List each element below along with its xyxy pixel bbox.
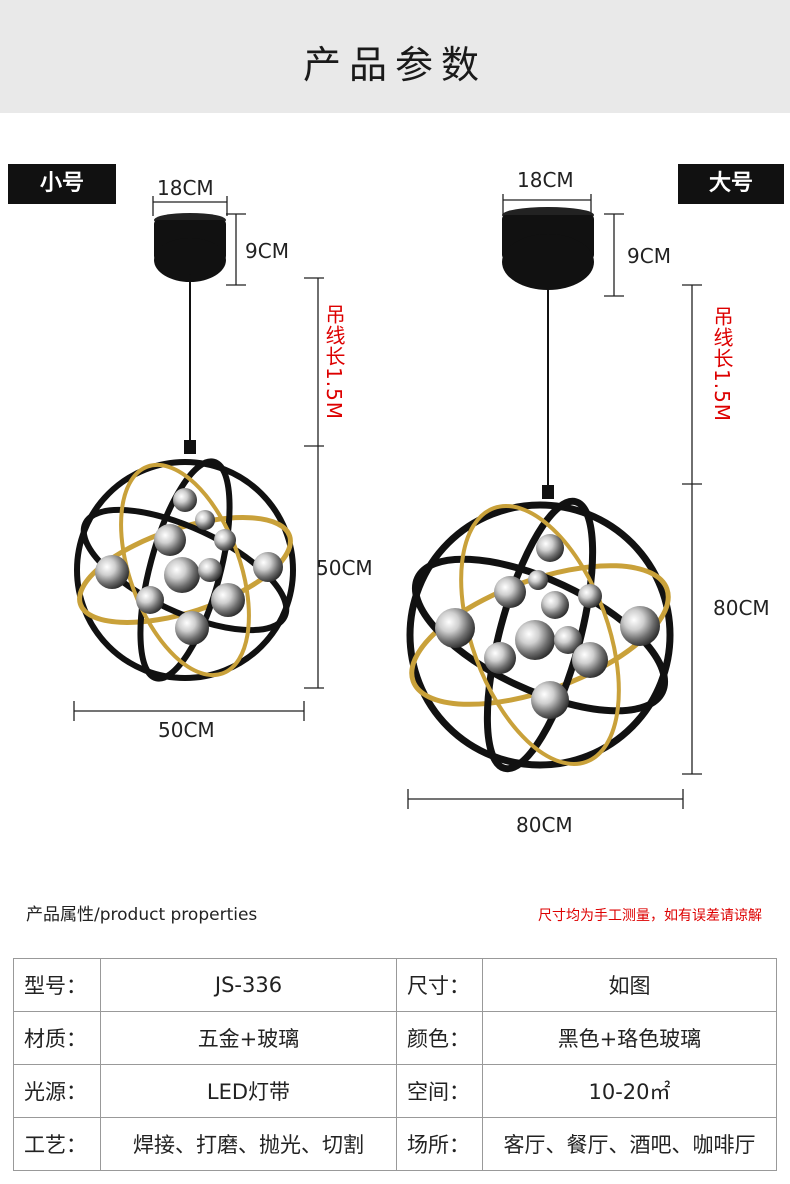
spec-value: JS-336 <box>100 958 397 1012</box>
table-row: 型号： JS-336 尺寸： 如图 <box>13 958 777 1012</box>
small-canopy-width: 18CM <box>157 176 214 200</box>
spec-value: LED灯带 <box>100 1064 397 1118</box>
spec-key: 工艺： <box>13 1117 101 1171</box>
spec-key: 光源： <box>13 1064 101 1118</box>
small-size-tag: 小号 <box>8 164 116 204</box>
large-cable-length: 吊线长1.5M <box>710 306 734 423</box>
large-canopy-height: 9CM <box>627 244 671 268</box>
large-size-tag: 大号 <box>678 164 784 204</box>
small-canopy-height: 9CM <box>245 239 289 263</box>
table-row: 光源： LED灯带 空间： 10-20㎡ <box>13 1064 777 1118</box>
page-title: 产品参数 <box>302 43 487 87</box>
spec-value: 焊接、打磨、抛光、切割 <box>100 1117 397 1171</box>
large-lamp <box>406 207 674 773</box>
measurement-note: 尺寸均为手工测量，如有误差请谅解 <box>538 908 762 924</box>
spec-key: 型号： <box>13 958 101 1012</box>
header-banner: 产品参数 <box>0 0 790 113</box>
table-row: 材质： 五金+玻璃 颜色： 黑色+珞色玻璃 <box>13 1011 777 1065</box>
small-lamp <box>74 213 296 682</box>
product-dimension-illustration <box>73 194 702 809</box>
small-body-width: 50CM <box>158 718 215 742</box>
small-body-height: 50CM <box>316 556 373 580</box>
large-dimension-lines <box>407 194 702 809</box>
table-row: 工艺： 焊接、打磨、抛光、切割 场所： 客厅、餐厅、酒吧、咖啡厅 <box>13 1117 777 1171</box>
spec-key: 颜色： <box>396 1011 483 1065</box>
large-canopy-width: 18CM <box>517 168 574 192</box>
spec-key: 空间： <box>396 1064 483 1118</box>
large-body-width: 80CM <box>516 813 573 837</box>
spec-value: 10-20㎡ <box>482 1064 777 1118</box>
spec-value: 五金+玻璃 <box>100 1011 397 1065</box>
properties-title: 产品属性/product properties <box>26 905 258 925</box>
spec-table: 型号： JS-336 尺寸： 如图 材质： 五金+玻璃 颜色： 黑色+珞色玻璃 … <box>13 958 777 1171</box>
spec-key: 场所： <box>396 1117 483 1171</box>
spec-value: 黑色+珞色玻璃 <box>482 1011 777 1065</box>
spec-value: 客厅、餐厅、酒吧、咖啡厅 <box>482 1117 777 1171</box>
small-cable-length: 吊线长1.5M <box>322 304 346 421</box>
small-dimension-lines <box>73 196 324 721</box>
spec-key: 材质： <box>13 1011 101 1065</box>
spec-value: 如图 <box>482 958 777 1012</box>
large-body-height: 80CM <box>713 596 770 620</box>
spec-key: 尺寸： <box>396 958 483 1012</box>
